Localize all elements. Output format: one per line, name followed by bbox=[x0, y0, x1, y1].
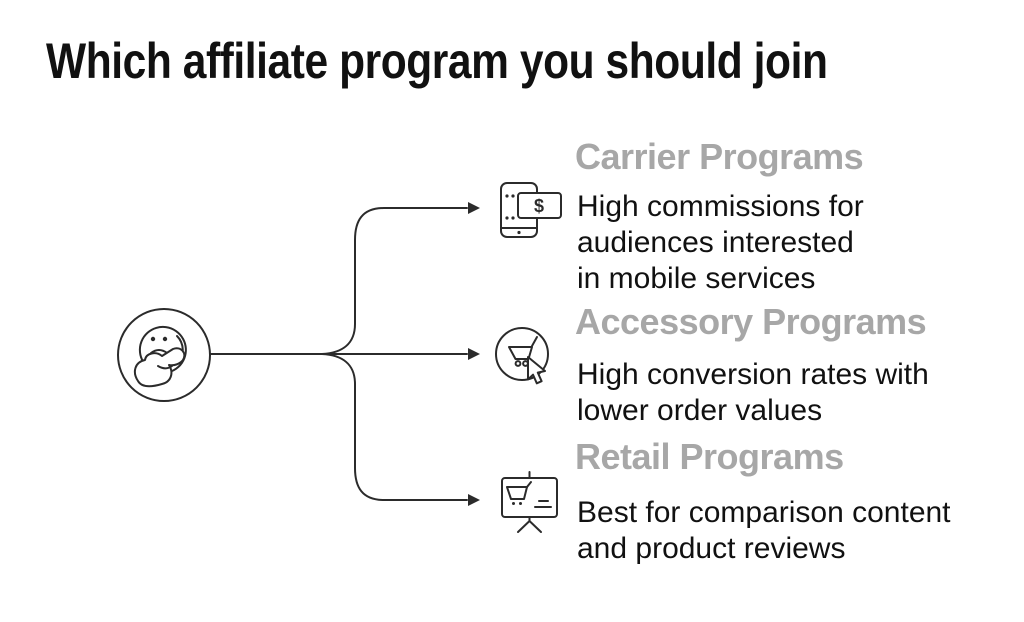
arrow-to-accessory bbox=[209, 348, 480, 360]
thinking-face-icon bbox=[117, 308, 211, 402]
item-title-retail: Retail Programs bbox=[575, 436, 844, 477]
smartphone-dollar-icon: $ bbox=[500, 182, 562, 238]
desc-line: audiences interested bbox=[577, 226, 854, 259]
connector-arrows bbox=[209, 202, 480, 506]
item-desc-retail: Best for comparison content and product … bbox=[577, 495, 951, 567]
desc-line: and product reviews bbox=[577, 532, 846, 565]
desc-line: lower order values bbox=[577, 394, 823, 427]
cart-cursor-icon bbox=[495, 327, 549, 385]
desc-line: High commissions for bbox=[577, 190, 864, 223]
arrow-to-carrier bbox=[321, 202, 480, 355]
presentation-cart-icon bbox=[501, 471, 558, 533]
item-title-carrier: Carrier Programs bbox=[575, 136, 864, 177]
dollar-symbol: $ bbox=[534, 196, 544, 216]
page-title: Which affiliate program you should join bbox=[46, 33, 828, 89]
item-title-accessory: Accessory Programs bbox=[575, 301, 927, 342]
desc-line: in mobile services bbox=[577, 262, 816, 295]
item-desc-accessory: High conversion rates with lower order v… bbox=[577, 357, 929, 429]
arrow-to-retail bbox=[321, 353, 480, 506]
item-desc-carrier: High commissions for audiences intereste… bbox=[577, 189, 864, 297]
desc-line: Best for comparison content bbox=[577, 496, 951, 529]
desc-line: High conversion rates with bbox=[577, 358, 929, 391]
